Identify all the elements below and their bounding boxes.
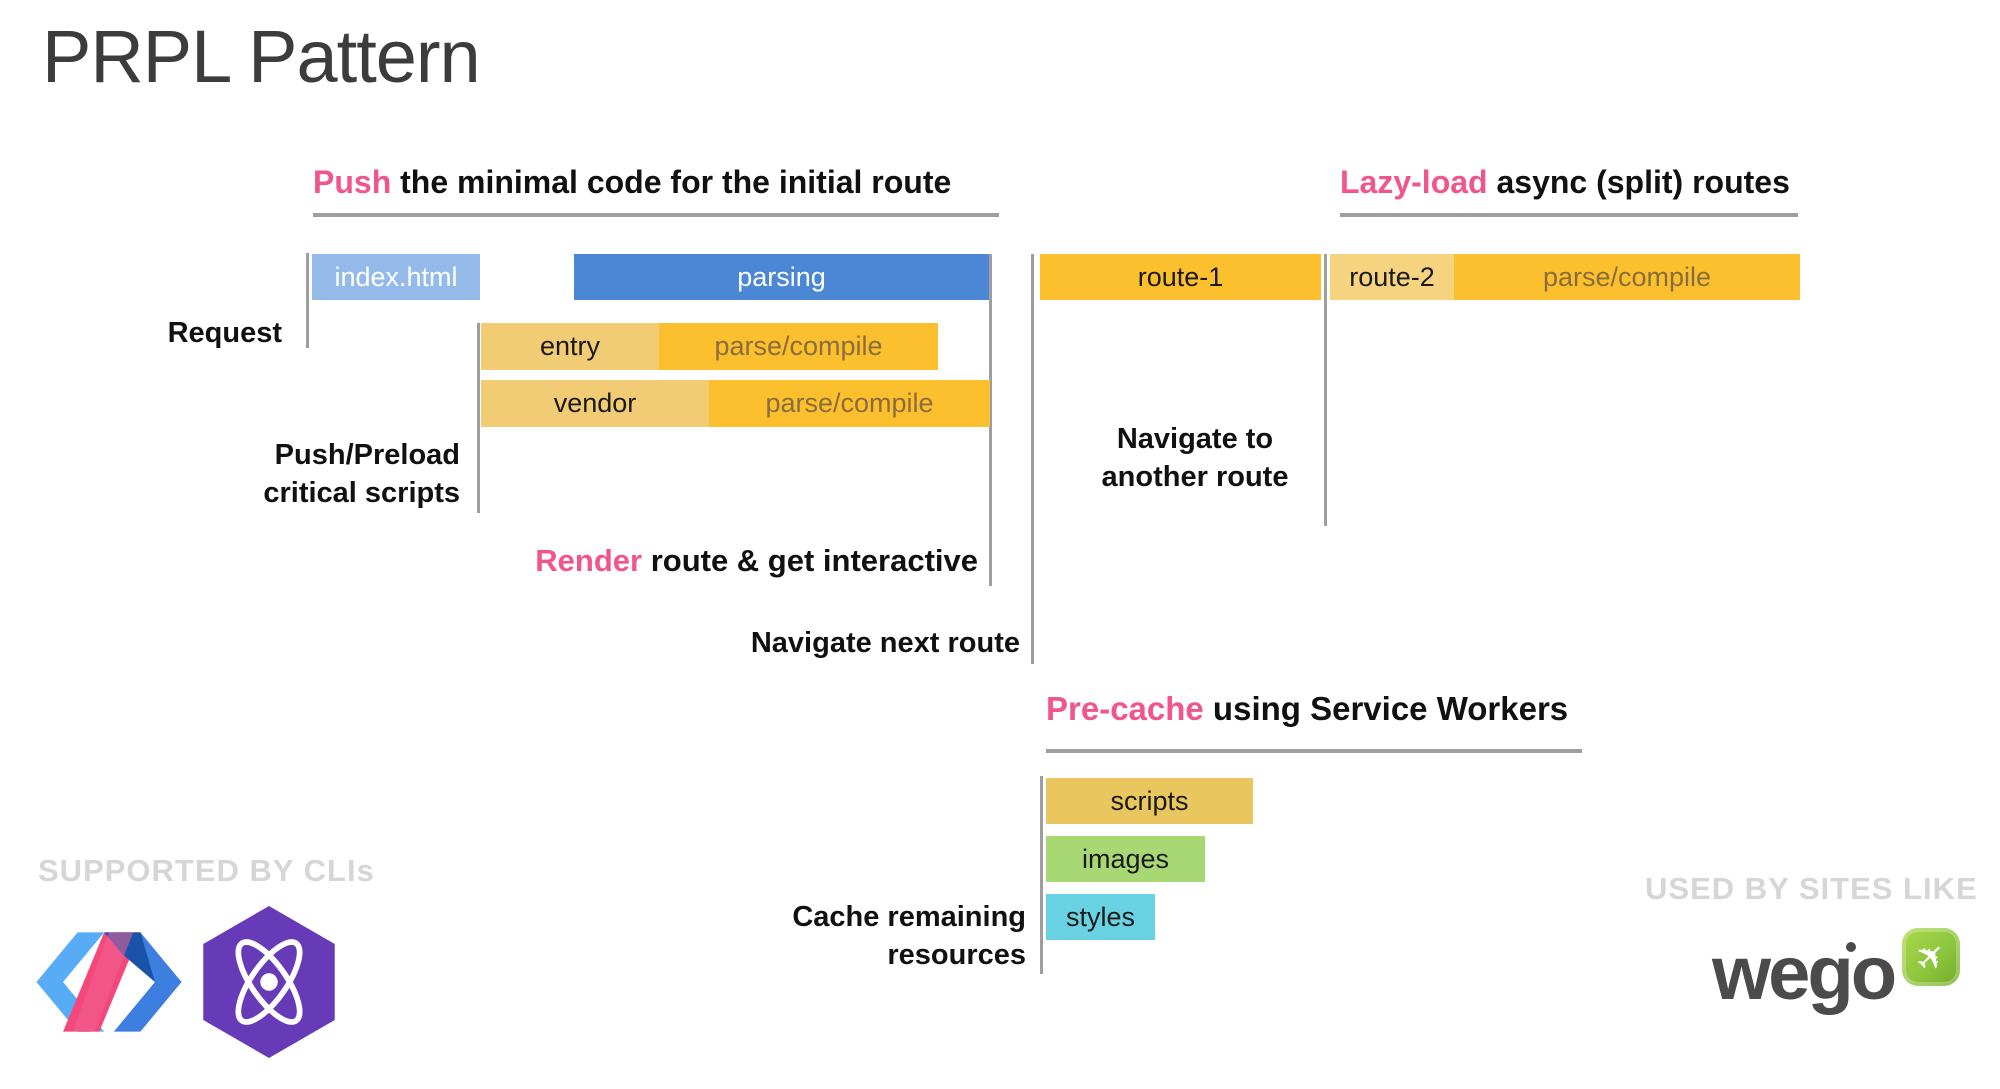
bar-styles: styles xyxy=(1046,894,1155,940)
footer-used-by-sites-like: USED BY SITES LIKE xyxy=(1645,871,1978,906)
heading-push-underline xyxy=(313,213,999,217)
heading-pre-cache-underline xyxy=(1046,749,1582,753)
label-push-preload-line2: critical scripts xyxy=(263,477,460,509)
page-title: PRPL Pattern xyxy=(42,15,481,98)
heading-push: Push the minimal code for the initial ro… xyxy=(313,164,951,201)
label-navigate-next-route: Navigate next route xyxy=(750,627,1020,659)
bar-entry-parse-compile: parse/compile xyxy=(659,323,938,370)
bar-parsing: parsing xyxy=(574,254,989,300)
label-push-preload: Push/Preload critical scripts xyxy=(170,436,460,512)
bar-vendor-group: vendor parse/compile xyxy=(481,380,990,427)
guide-line-pre-cache xyxy=(1040,776,1043,974)
label-cache-remaining: Cache remaining resources xyxy=(730,898,1026,974)
wego-logo: wego ✈ xyxy=(1712,928,1961,1012)
label-render: Render route & get interactive xyxy=(500,542,978,580)
heading-pre-cache-rest: using Service Workers xyxy=(1203,690,1569,727)
wego-app-icon: ✈ xyxy=(1902,928,1961,986)
bar-vendor: vendor xyxy=(481,380,709,427)
label-cache-remaining-line1: Cache remaining xyxy=(792,901,1026,933)
heading-pre-cache: Pre-cache using Service Workers xyxy=(1046,690,1568,728)
airplane-icon: ✈ xyxy=(1905,931,1957,982)
bar-scripts: scripts xyxy=(1046,778,1253,824)
label-navigate-another-line2: another route xyxy=(1101,461,1289,493)
guide-line-push-preload xyxy=(477,323,480,513)
heading-lazy-load: Lazy-load async (split) routes xyxy=(1340,164,1790,201)
label-navigate-another-route: Navigate to another route xyxy=(1072,420,1318,496)
heading-push-highlight: Push xyxy=(313,164,392,200)
preact-logo-svg xyxy=(203,906,335,1058)
heading-lazy-load-rest: async (split) routes xyxy=(1487,164,1790,200)
guide-line-request xyxy=(306,253,309,348)
bar-route-2: route-2 xyxy=(1330,254,1454,300)
label-render-highlight: Render xyxy=(535,543,643,578)
preact-logo-icon xyxy=(203,906,335,1058)
bar-entry-group: entry parse/compile xyxy=(481,323,938,370)
bar-index-html: index.html xyxy=(312,254,480,300)
bar-images: images xyxy=(1046,836,1205,882)
wego-logo-text: wego xyxy=(1712,931,1897,1016)
guide-line-navigate-next xyxy=(1031,254,1034,664)
guide-line-navigate-another xyxy=(1324,254,1327,526)
label-render-rest: route & get interactive xyxy=(642,543,978,578)
bar-route-2-parse-compile: parse/compile xyxy=(1454,254,1800,300)
heading-lazy-load-underline xyxy=(1340,213,1798,217)
guide-line-render xyxy=(989,254,992,586)
bar-entry: entry xyxy=(481,323,659,370)
heading-push-rest: the minimal code for the initial route xyxy=(391,164,952,200)
label-push-preload-line1: Push/Preload xyxy=(274,439,460,471)
label-cache-remaining-line2: resources xyxy=(887,939,1026,971)
polymer-logo-icon xyxy=(36,930,182,1034)
bar-vendor-parse-compile: parse/compile xyxy=(709,380,990,427)
bar-route-2-group: route-2 parse/compile xyxy=(1330,254,1800,300)
label-request: Request xyxy=(167,317,282,349)
heading-pre-cache-highlight: Pre-cache xyxy=(1046,690,1204,727)
wego-logo-dot xyxy=(1846,942,1856,952)
label-navigate-another-line1: Navigate to xyxy=(1116,423,1274,455)
bar-route-1: route-1 xyxy=(1040,254,1321,300)
heading-lazy-load-highlight: Lazy-load xyxy=(1340,164,1488,200)
polymer-logo-svg xyxy=(36,932,182,1032)
footer-supported-by-clis: SUPPORTED BY CLIs xyxy=(38,853,375,888)
